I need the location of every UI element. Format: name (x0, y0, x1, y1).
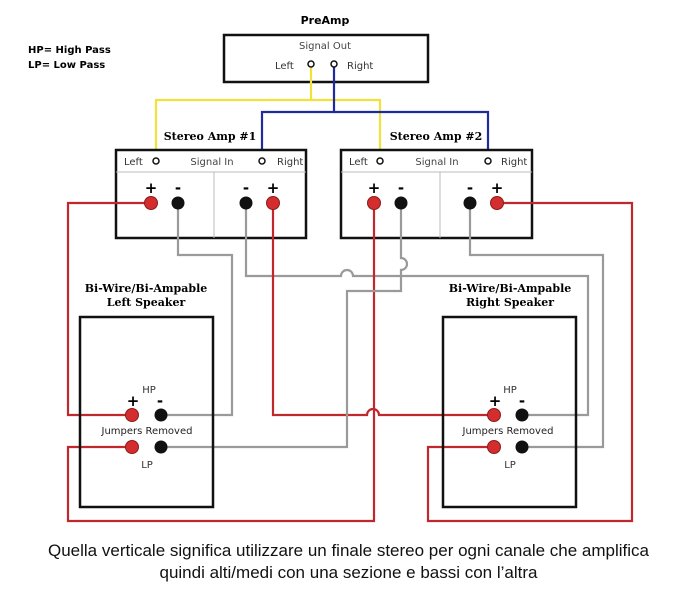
preamp-signal-out-label: Signal Out (299, 41, 351, 52)
wire-amp2a-pos-left-lp (66, 203, 376, 523)
right-plus-label: + (489, 392, 502, 410)
stereo-amp-2: Stereo Amp #2 Left Signal In Right + - -… (339, 130, 534, 240)
preamp-box (222, 33, 430, 84)
left-plus-label: + (127, 392, 140, 410)
wire-amp2b-pos-right-lp (426, 201, 634, 523)
wire-amp2a-neg-left-lp (161, 203, 409, 449)
amp1-signal-in-label: Signal In (190, 157, 233, 168)
amp1-minus-b: - (243, 179, 249, 197)
right-lp-pos-terminal[interactable] (487, 440, 501, 454)
amp2-plus-a: + (368, 179, 381, 197)
amp1-plus-a: + (145, 179, 158, 197)
amp1-neg-terminal-a[interactable] (171, 196, 185, 210)
right-speaker-box (441, 315, 578, 509)
right-speaker-title-2: Right Speaker (466, 296, 554, 309)
left-signal-wire (154, 66, 313, 160)
amp2-neg-terminal-b[interactable] (463, 196, 477, 210)
left-jumpers-label: Jumpers Removed (101, 426, 193, 437)
amp2-signal-in-label: Signal In (415, 157, 458, 168)
right-speaker: Bi-Wire/Bi-Ampable Right Speaker HP + - … (441, 282, 578, 509)
left-speaker-title-1: Bi-Wire/Bi-Ampable (85, 282, 208, 295)
signal-wires (154, 66, 490, 160)
amp-terminals (144, 196, 504, 210)
right-signal-wire (260, 66, 336, 160)
stereo-amp-1: Stereo Amp #1 Left Signal In Right + - -… (114, 130, 308, 240)
amp1-minus-a: - (175, 179, 181, 197)
legend-hp: HP= High Pass (28, 45, 111, 56)
right-lp-neg-terminal[interactable] (515, 440, 529, 454)
amp2-pos-terminal-a[interactable] (367, 196, 381, 210)
amp2-right-label: Right (501, 157, 527, 168)
preamp: PreAmp Signal Out Left Right (222, 14, 430, 84)
legend: HP= High Pass LP= Low Pass (28, 45, 111, 71)
left-lp-neg-terminal[interactable] (154, 440, 168, 454)
preamp-left-label: Left (275, 61, 294, 72)
wire-amp1a-neg-left-lp (161, 203, 234, 417)
amp1-right-input-jack[interactable] (258, 157, 266, 165)
amp1-right-label: Right (277, 157, 303, 168)
left-speaker-title-2: Left Speaker (107, 296, 186, 309)
left-speaker: Bi-Wire/Bi-Ampable Left Speaker HP + - J… (78, 282, 215, 509)
right-minus-label: - (519, 392, 525, 410)
preamp-title: PreAmp (301, 14, 350, 27)
amp1-pos-terminal-b[interactable] (266, 196, 280, 210)
amp1-box (114, 148, 308, 240)
caption: Quella verticale significa utilizzare un… (0, 540, 697, 584)
amp2-right-input-jack[interactable] (484, 157, 492, 165)
left-lp-pos-terminal[interactable] (125, 440, 139, 454)
preamp-right-label: Right (347, 61, 373, 72)
amp2-neg-terminal-a[interactable] (394, 196, 408, 210)
amp2-title: Stereo Amp #2 (390, 130, 483, 143)
legend-lp: LP= Low Pass (28, 60, 105, 71)
amp1-left-input-jack[interactable] (152, 157, 160, 165)
preamp-right-jack[interactable] (330, 60, 338, 68)
left-minus-label: - (157, 392, 163, 410)
left-speaker-box (78, 315, 215, 509)
amp1-plus-b: + (267, 179, 280, 197)
amp1-left-label: Left (124, 157, 143, 168)
right-hp-label: HP (503, 385, 517, 396)
amp1-pos-terminal-a[interactable] (144, 196, 158, 210)
amp1-neg-terminal-b[interactable] (239, 196, 253, 210)
preamp-left-jack[interactable] (307, 60, 315, 68)
right-hp-pos-terminal[interactable] (487, 408, 501, 422)
right-hp-neg-terminal[interactable] (515, 408, 529, 422)
left-lp-label: LP (141, 460, 153, 471)
caption-line-2: quindi alti/medi con una sezione e bassi… (159, 563, 538, 582)
speaker-wires (66, 201, 634, 523)
right-jumpers-label: Jumpers Removed (462, 426, 554, 437)
amp2-minus-a: - (398, 179, 404, 197)
amp2-minus-b: - (467, 179, 473, 197)
amp2-left-input-jack[interactable] (376, 157, 384, 165)
left-hp-neg-terminal[interactable] (154, 408, 168, 422)
wire-amp1a-pos-left-hp (66, 201, 151, 417)
amp1-title: Stereo Amp #1 (164, 130, 257, 143)
left-hp-label: HP (142, 385, 156, 396)
right-speaker-title-1: Bi-Wire/Bi-Ampable (449, 282, 572, 295)
amp2-left-label: Left (349, 157, 368, 168)
amp2-plus-b: + (491, 179, 504, 197)
amp2-pos-terminal-b[interactable] (490, 196, 504, 210)
left-hp-pos-terminal[interactable] (125, 408, 139, 422)
amp2-box (339, 148, 534, 240)
caption-line-1: Quella verticale significa utilizzare un… (48, 541, 649, 560)
wire-amp1b-neg-right-hp (244, 203, 590, 417)
right-lp-label: LP (504, 460, 516, 471)
wire-amp1b-pos-right-hp (271, 203, 494, 417)
right-signal-wire-amp2 (334, 110, 490, 160)
